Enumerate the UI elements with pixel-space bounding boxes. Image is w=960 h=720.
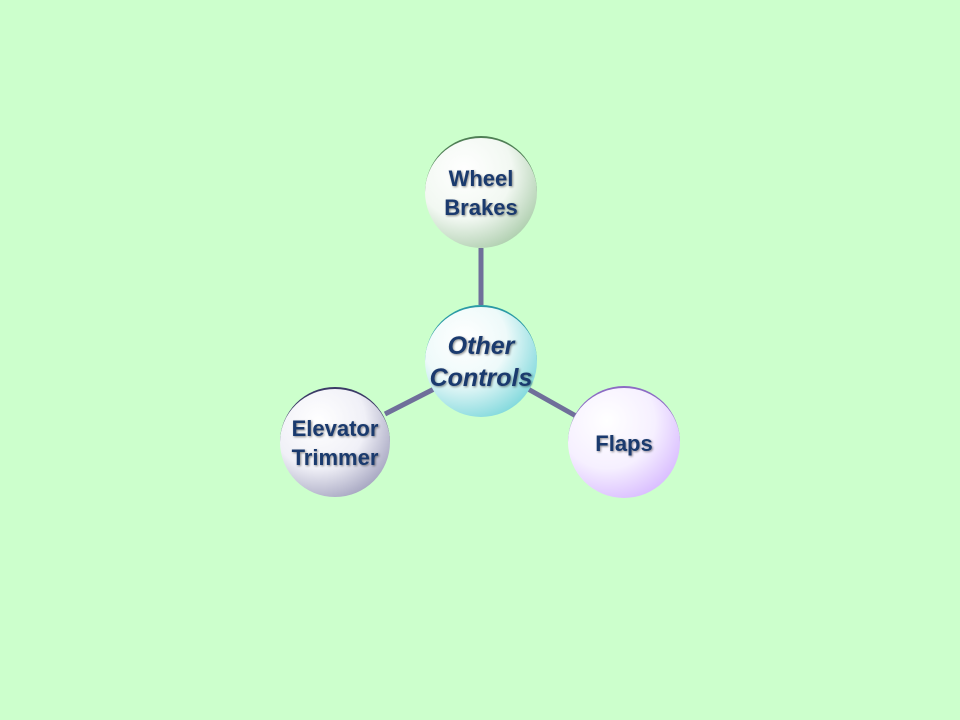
flaps-label: Flaps	[595, 430, 653, 456]
other-controls-label: Other Controls	[429, 332, 533, 392]
wheel-brakes-node: Wheel Brakes	[425, 136, 537, 248]
elevator-trimmer-label: Elevator Trimmer	[291, 416, 379, 470]
connector-right	[526, 386, 578, 419]
flaps-node: Flaps	[568, 386, 680, 498]
elevator-trimmer-node: Elevator Trimmer	[280, 387, 390, 497]
connector-left	[383, 386, 436, 417]
other-controls-center-node: Other Controls	[425, 305, 537, 417]
wheel-brakes-label: Wheel Brakes	[444, 166, 518, 220]
